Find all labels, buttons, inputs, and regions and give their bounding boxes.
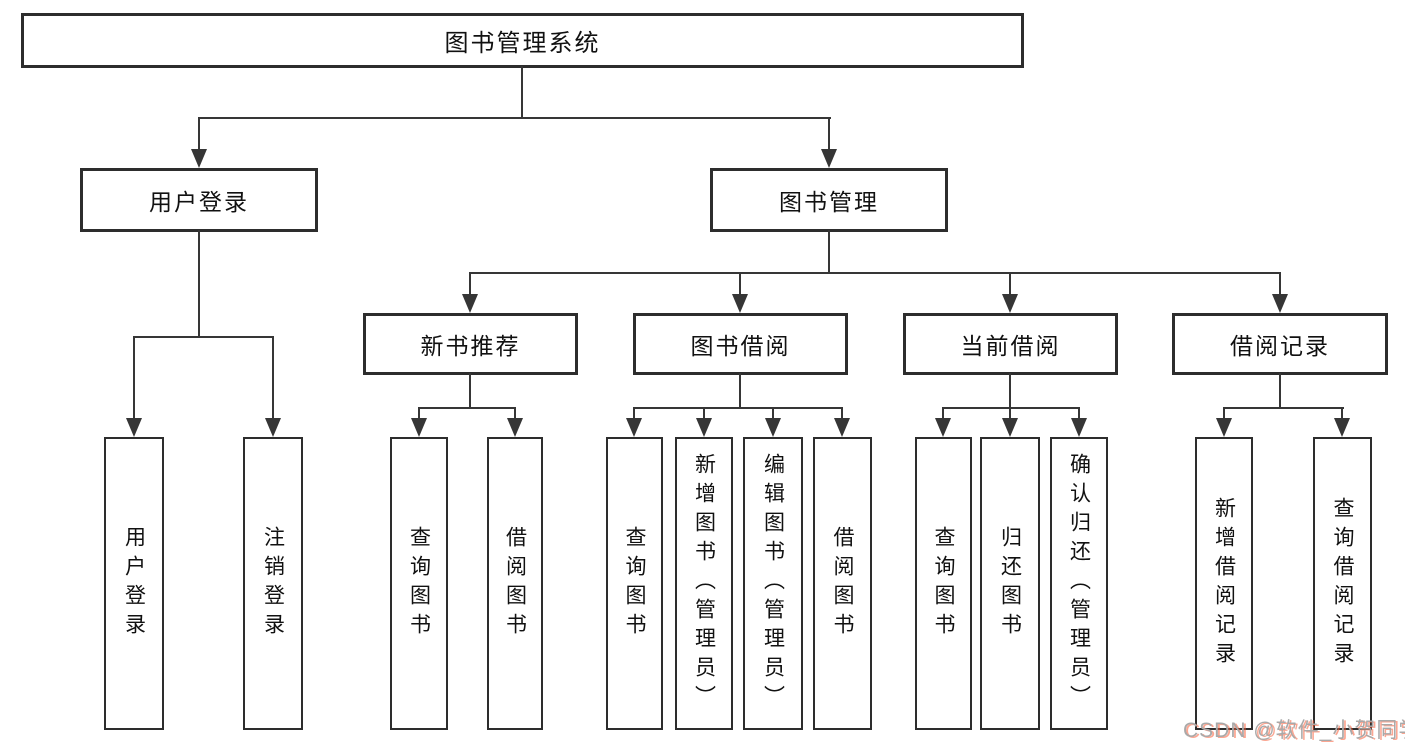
arrowhead-down-icon	[935, 418, 951, 437]
arrowhead-down-icon	[626, 418, 642, 437]
arrowhead-down-icon	[1071, 418, 1087, 437]
connector-currentborrow-hline	[942, 407, 1080, 409]
connector-bookborrow-hline	[633, 407, 843, 409]
connector-stem	[1009, 407, 1011, 421]
leaf-borrow-edit-books-admin: 编辑图书（管理员）	[743, 437, 803, 730]
connector-stem	[272, 336, 274, 420]
connector-stem	[1009, 272, 1011, 297]
arrowhead-down-icon	[411, 418, 427, 437]
leaf-logout: 注销登录	[243, 437, 303, 730]
connector-newbook-stub	[469, 373, 471, 409]
leaf-label: 查询借阅记录	[1331, 496, 1354, 671]
arrowhead-down-icon	[1216, 418, 1232, 437]
csdn-watermark: CSDN @软件_小贺同学	[1183, 719, 1405, 742]
connector-stem	[198, 117, 200, 152]
arrowhead-down-icon	[462, 294, 478, 313]
node-book-management: 图书管理	[710, 168, 948, 232]
connector-userlogin-hline	[133, 336, 274, 338]
connector-records-hline	[1223, 407, 1344, 409]
leaf-label: 查询图书	[932, 525, 955, 642]
leaf-label: 借阅图书	[831, 525, 854, 642]
arrowhead-down-icon	[696, 418, 712, 437]
leaf-current-query-books: 查询图书	[915, 437, 972, 730]
node-user-login: 用户登录	[80, 168, 318, 232]
connector-newbook-hline	[418, 407, 516, 409]
leaf-borrow-query-books: 查询图书	[606, 437, 663, 730]
connector-stem	[133, 336, 135, 420]
connector-bookmgmt-hline	[469, 272, 1281, 274]
leaf-user-login: 用户登录	[104, 437, 164, 730]
connector-stem	[828, 117, 830, 152]
leaf-label: 借阅图书	[503, 525, 527, 642]
connector-stem	[942, 407, 944, 421]
arrowhead-down-icon	[765, 418, 781, 437]
leaf-borrow-add-books-admin: 新增图书（管理员）	[675, 437, 733, 730]
connector-stem	[841, 407, 843, 421]
connector-currentborrow-stub	[1009, 373, 1011, 409]
connector-stem	[1341, 407, 1343, 421]
leaf-newbook-borrow-books: 借阅图书	[487, 437, 543, 730]
node-current-borrow: 当前借阅	[903, 313, 1118, 375]
leaf-label: 查询图书	[623, 525, 646, 642]
arrowhead-down-icon	[821, 149, 837, 168]
leaf-records-add-record: 新增借阅记录	[1195, 437, 1253, 730]
connector-root-stub	[521, 66, 523, 118]
connector-stem	[703, 407, 705, 421]
leaf-label: 归还图书	[998, 525, 1022, 642]
arrowhead-down-icon	[1334, 418, 1350, 437]
leaf-label: 新增借阅记录	[1212, 496, 1236, 671]
connector-stem	[739, 272, 741, 297]
arrowhead-down-icon	[732, 294, 748, 313]
node-book-borrow: 图书借阅	[633, 313, 848, 375]
connector-stem	[1223, 407, 1225, 421]
connector-stem	[772, 407, 774, 421]
leaf-label: 注销登录	[261, 525, 285, 642]
leaf-records-query-record: 查询借阅记录	[1313, 437, 1372, 730]
connector-root-hline	[198, 117, 831, 119]
arrowhead-down-icon	[191, 149, 207, 168]
connector-bookborrow-stub	[739, 373, 741, 409]
node-borrow-records: 借阅记录	[1172, 313, 1388, 375]
leaf-label: 新增图书（管理员）	[692, 453, 716, 714]
leaf-borrow-borrow-books: 借阅图书	[813, 437, 872, 730]
leaf-current-return-books: 归还图书	[980, 437, 1040, 730]
leaf-label: 查询图书	[407, 525, 431, 642]
connector-records-stub	[1279, 373, 1281, 409]
arrowhead-down-icon	[265, 418, 281, 437]
connector-stem	[418, 407, 420, 421]
leaf-label: 用户登录	[122, 525, 146, 642]
arrowhead-down-icon	[1002, 418, 1018, 437]
leaf-label: 编辑图书（管理员）	[761, 453, 785, 714]
node-root: 图书管理系统	[21, 13, 1024, 68]
connector-stem	[514, 407, 516, 421]
arrowhead-down-icon	[126, 418, 142, 437]
connector-stem	[633, 407, 635, 421]
leaf-newbook-query-books: 查询图书	[390, 437, 448, 730]
leaf-label: 确认归还（管理员）	[1067, 453, 1091, 714]
connector-bookmgmt-stub	[828, 230, 830, 274]
connector-stem	[1279, 272, 1281, 297]
connector-stem	[1078, 407, 1080, 421]
arrowhead-down-icon	[834, 418, 850, 437]
leaf-current-confirm-return-admin: 确认归还（管理员）	[1050, 437, 1108, 730]
node-new-book-recommend: 新书推荐	[363, 313, 578, 375]
arrowhead-down-icon	[507, 418, 523, 437]
arrowhead-down-icon	[1272, 294, 1288, 313]
connector-userlogin-stub	[198, 230, 200, 338]
arrowhead-down-icon	[1002, 294, 1018, 313]
connector-stem	[469, 272, 471, 297]
